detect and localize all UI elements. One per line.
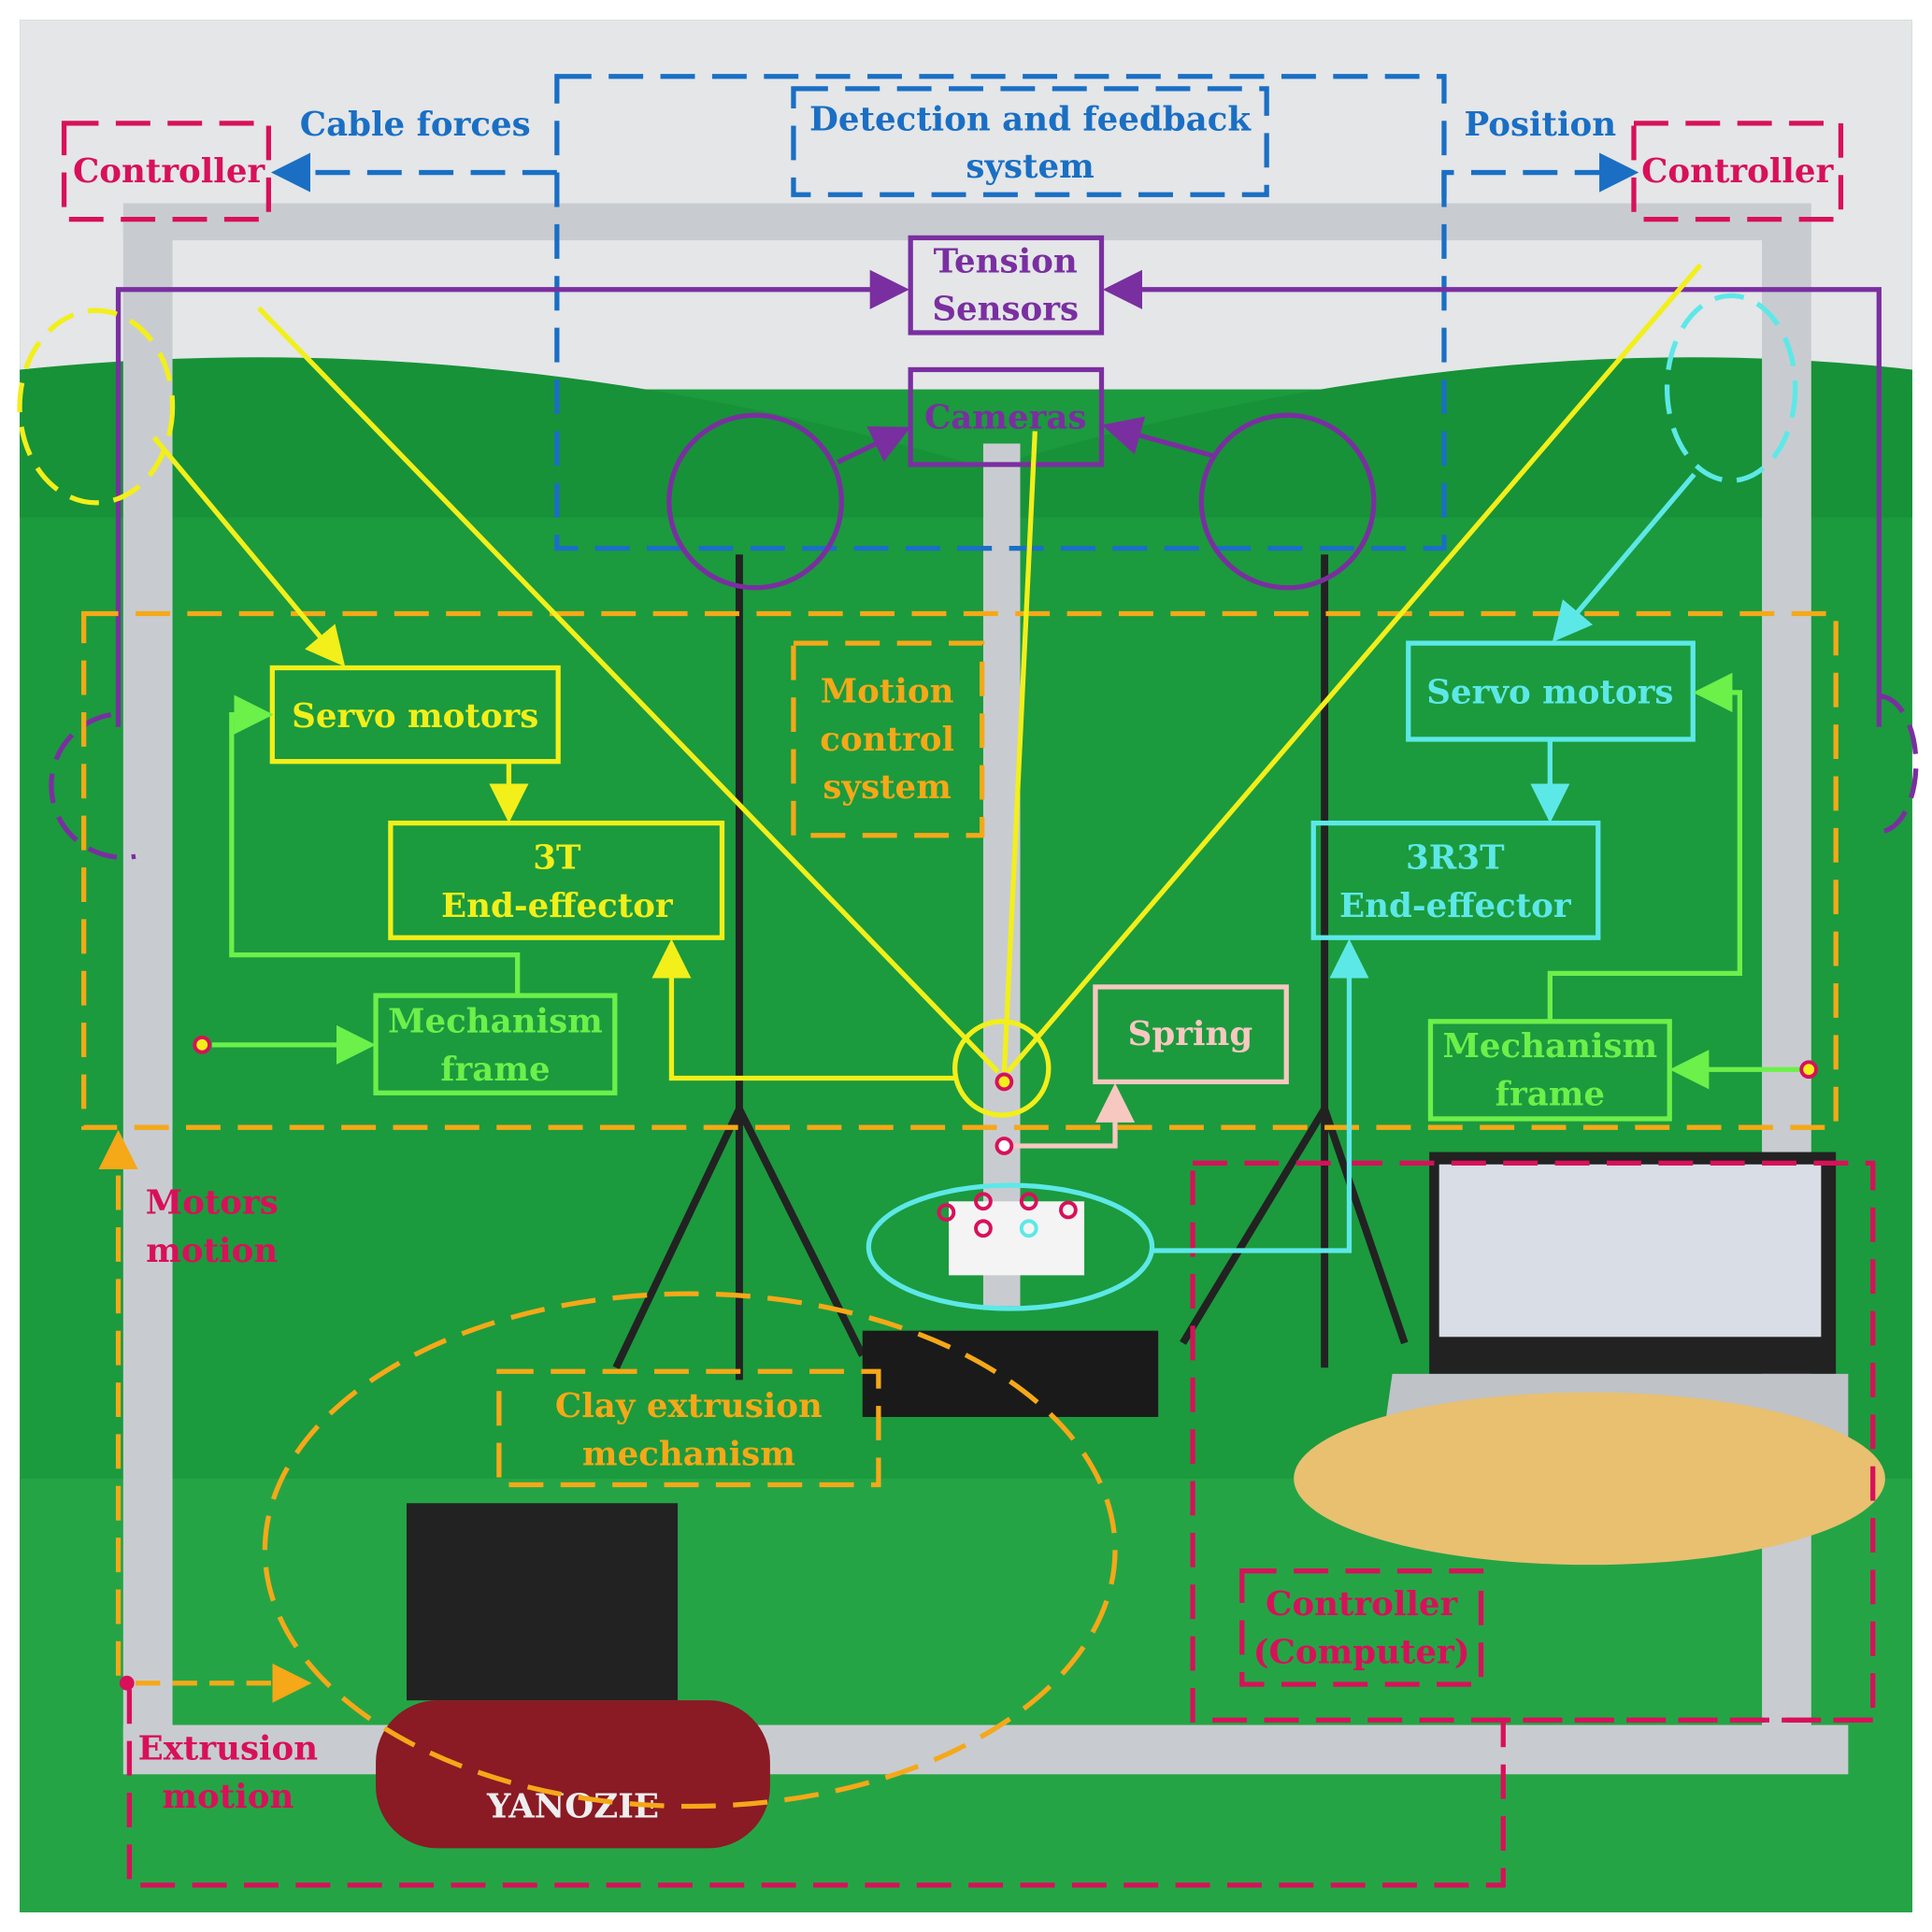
left-servo-label: Servo motors: [292, 697, 538, 736]
cameras-label: Cameras: [924, 399, 1086, 437]
sensor-boxes: [49, 235, 1919, 860]
green-backdrop: [20, 357, 1912, 518]
detection-label-2: system: [966, 148, 1094, 186]
left-ee-label-2: End-effector: [441, 887, 674, 925]
compressor-brand: YANOZIE: [486, 1787, 659, 1825]
position-label: Position: [1464, 106, 1616, 144]
motion-control-label-1: Motion: [821, 672, 954, 710]
motors-motion-label-1: Motors: [146, 1183, 279, 1222]
right-frame-label-1: Mechanism: [1443, 1027, 1658, 1066]
left-ee-label-1: 3T: [533, 838, 581, 877]
clay-label-1: Clay extrusion: [555, 1387, 823, 1425]
detection-label-1: Detection and feedback: [809, 101, 1252, 139]
left-chain: [17, 263, 1703, 1118]
detection-region: [554, 74, 1447, 551]
left-frame-label-1: Mechanism: [388, 1003, 603, 1041]
controller-right-label: Controller: [1641, 152, 1834, 191]
platform: [862, 1330, 1159, 1417]
computer-label-2: (Computer): [1253, 1634, 1470, 1672]
motors-motion-label-2: motion: [146, 1232, 278, 1270]
motion-region: [81, 610, 1839, 1810]
clay-label-2: mechanism: [582, 1435, 795, 1473]
cable-forces-label: Cable forces: [300, 106, 531, 144]
spring-label: Spring: [1128, 1015, 1253, 1053]
extrusion-motion-label-2: motion: [162, 1778, 293, 1816]
left-frame-label-2: frame: [440, 1051, 550, 1089]
tension-label-1: Tension: [934, 242, 1078, 280]
right-chain: [866, 293, 1798, 1311]
aluminium-frame: [122, 203, 1849, 1775]
right-frame-label-2: frame: [1496, 1075, 1605, 1113]
right-ee-label-2: End-effector: [1339, 887, 1572, 925]
right-servo-label: Servo motors: [1426, 674, 1673, 712]
table: [1294, 1392, 1885, 1566]
camera-tripods: [612, 554, 1409, 1381]
right-ee-label-1: 3R3T: [1406, 838, 1505, 877]
frame-boxes: [211, 672, 1802, 1122]
tension-label-2: Sensors: [932, 291, 1079, 329]
computer-label-1: Controller: [1266, 1585, 1458, 1624]
blue-arrows: [271, 152, 1639, 197]
controller-boxes: [61, 121, 1876, 1888]
motion-control-label-2: control: [820, 721, 954, 759]
air-compressor: YANOZIE: [376, 1503, 770, 1849]
controller-left-label: Controller: [73, 152, 265, 191]
extrusion-motion-label-1: Extrusion: [138, 1729, 319, 1767]
photo-background: YANOZIE: [20, 20, 1912, 1912]
motion-control-label-3: system: [823, 768, 951, 807]
spring-box: [1012, 984, 1289, 1149]
extrusion-origin-dot: [119, 1675, 135, 1691]
marker-dots: [193, 1035, 1819, 1238]
end-effector-part: [949, 1201, 1085, 1276]
